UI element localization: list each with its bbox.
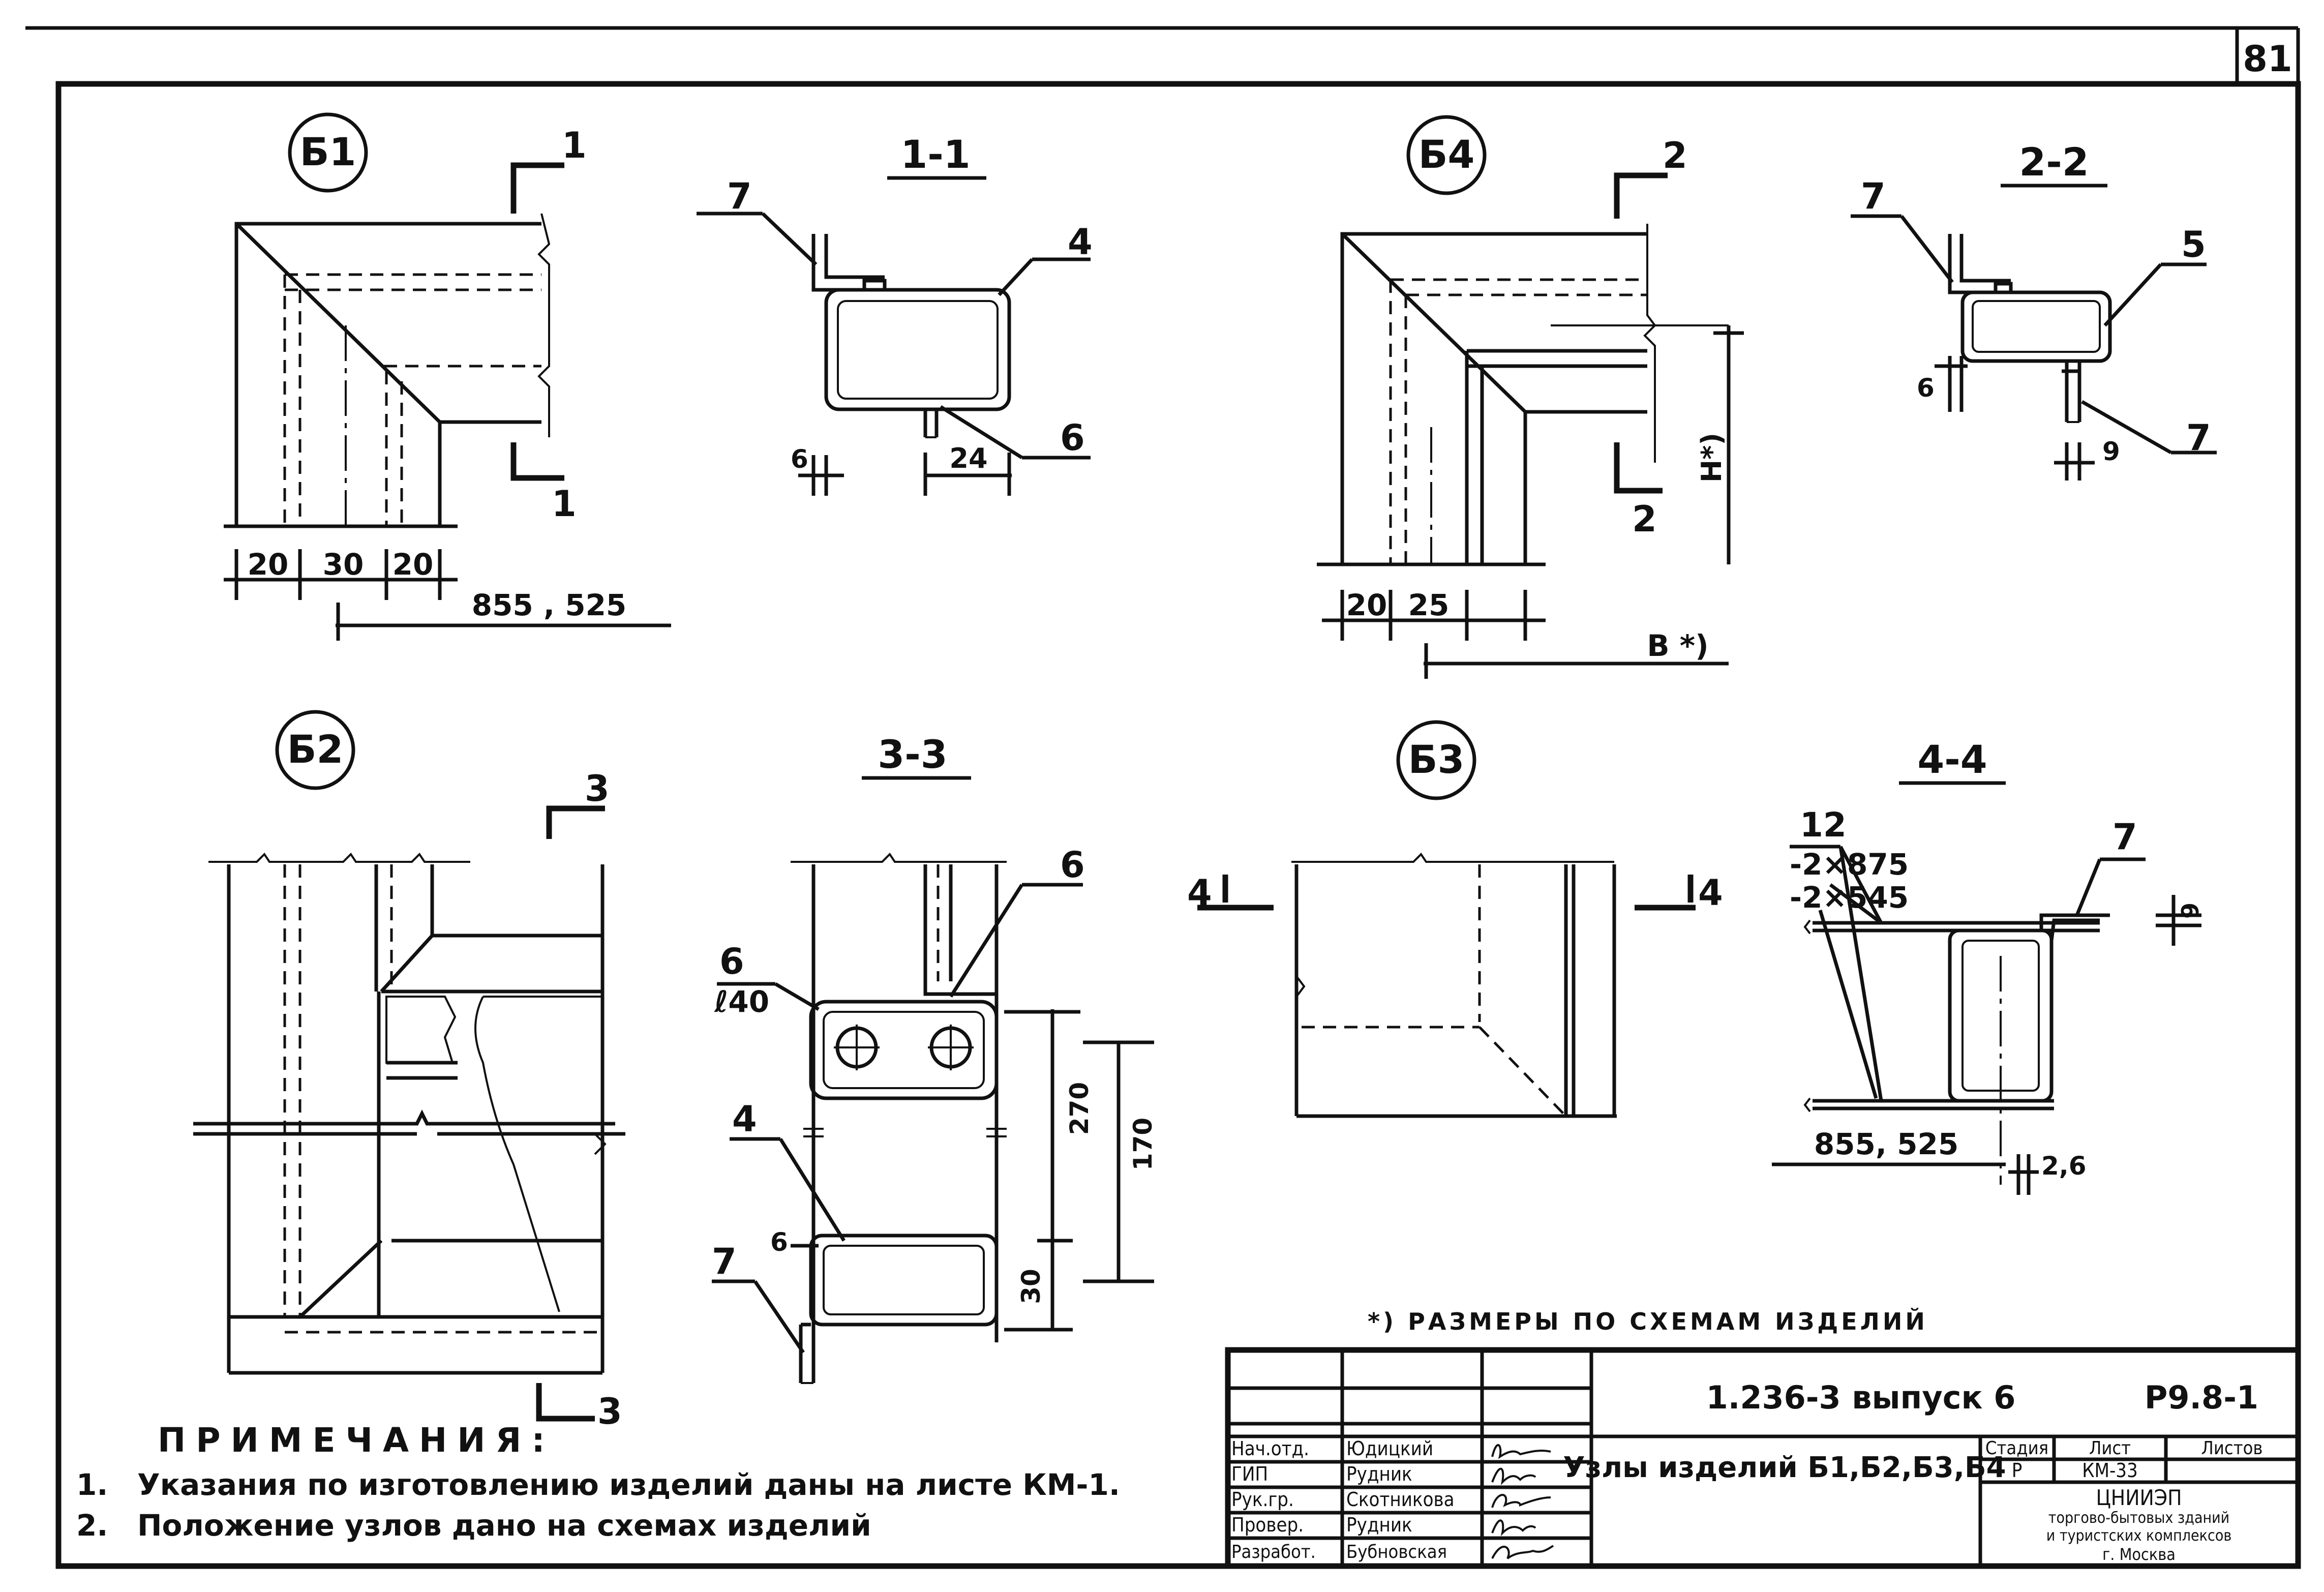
dim: 20 xyxy=(1346,588,1387,622)
dim: 20 xyxy=(248,547,289,582)
section-label: 2-2 xyxy=(2019,139,2089,185)
note-number: 1. xyxy=(76,1467,108,1502)
callout: 7 xyxy=(712,1241,737,1282)
dim: 6 xyxy=(770,1227,788,1257)
person-name: Рудник xyxy=(1346,1463,1412,1485)
section-2-2: 2-2 7 5 7 6 9 xyxy=(1851,139,2217,480)
sheets-header: Листов xyxy=(2201,1438,2263,1459)
sheet-id: КМ-33 xyxy=(2082,1459,2138,1482)
callout: 6 xyxy=(719,941,744,982)
view-label-b3: Б3 xyxy=(1408,737,1465,782)
page-number: 81 xyxy=(2243,38,2292,80)
width-dim: B *) xyxy=(1647,628,1708,663)
cut-label: 3 xyxy=(597,1391,622,1432)
section-1-1: 1-1 7 4 6 6 24 xyxy=(697,132,1093,496)
callout: 7 xyxy=(2112,816,2137,858)
person-name: Скотникова xyxy=(1346,1488,1455,1511)
org-line: торгово-бытовых зданий xyxy=(2048,1509,2229,1527)
view-label-circle xyxy=(1396,720,1476,800)
dim: 9 xyxy=(2102,437,2120,466)
section-label: 3-3 xyxy=(878,732,947,777)
section-label: 1-1 xyxy=(900,132,970,177)
view-label-b1: Б1 xyxy=(300,129,356,174)
cut-label: 2 xyxy=(1663,135,1687,176)
height-dim: H*) xyxy=(1696,433,1728,483)
sheet-code: Р9.8-1 xyxy=(2145,1379,2258,1416)
dim: 2,6 xyxy=(2041,1151,2087,1181)
drawing-title: Узлы изделий Б1,Б2,Б3,Б4 xyxy=(1563,1451,2006,1484)
footnote: *) РАЗМЕРЫ ПО СХЕМАМ ИЗДЕЛИЙ xyxy=(1368,1308,1928,1335)
dim: 6 xyxy=(1917,373,1935,403)
view-label-circle xyxy=(275,710,355,790)
dim: 25 xyxy=(1408,588,1450,622)
cut-label: 2 xyxy=(1632,498,1657,540)
callout: 6 xyxy=(1060,417,1085,459)
section-4-4: 4-4 12 -2×875 -2×545 7 855, 525 6 2,6 xyxy=(1772,737,2203,1195)
sheet-frame: 81 xyxy=(25,26,2301,1569)
person-name: Рудник xyxy=(1346,1514,1412,1536)
person-name: Юдицкий xyxy=(1346,1437,1433,1460)
callout: 6 xyxy=(1060,844,1085,886)
section-label: 4-4 xyxy=(1917,737,1987,782)
signature xyxy=(1491,1444,1551,1459)
callout: 4 xyxy=(732,1098,757,1140)
signature xyxy=(1491,1494,1551,1508)
notes: ПРИМЕЧАНИЯ: 1. Указания по изготовлению … xyxy=(76,1421,1120,1543)
signature xyxy=(1491,1467,1536,1485)
view-label-b4: Б4 xyxy=(1418,132,1475,177)
title-block: 1.236-3 выпуск 6 Р9.8-1 Узлы изделий Б1,… xyxy=(1225,1347,2301,1569)
dim: 170 xyxy=(1128,1118,1158,1170)
role: Разработ. xyxy=(1231,1542,1316,1563)
cut-label: 4 xyxy=(1698,872,1723,914)
dim: 6 xyxy=(2176,903,2203,919)
stage-header: Стадия xyxy=(1985,1438,2048,1459)
role: Рук.гр. xyxy=(1231,1488,1294,1511)
view-b1: Б1 1 1 20 30 20 855 , 525 xyxy=(224,112,671,641)
signature xyxy=(1491,1519,1536,1537)
note-number: 2. xyxy=(76,1508,108,1543)
dim: 30 xyxy=(1016,1269,1046,1304)
role: Нач.отд. xyxy=(1231,1437,1309,1460)
cut-label: 4 xyxy=(1187,872,1212,914)
view-label-circle xyxy=(1406,115,1487,195)
person-name: Бубновская xyxy=(1346,1542,1447,1563)
view-label-b2: Б2 xyxy=(287,727,344,772)
role: ГИП xyxy=(1231,1463,1268,1485)
signature xyxy=(1491,1545,1554,1559)
stage-value: Р xyxy=(2012,1459,2023,1482)
section-3-3: 3-3 6 6 ℓ40 4 7 xyxy=(712,732,1158,1384)
role: Провер. xyxy=(1231,1514,1304,1536)
notes-title: ПРИМЕЧАНИЯ: xyxy=(158,1421,555,1460)
view-b3: Б3 4 4 xyxy=(1187,720,1723,1118)
cut-label: 1 xyxy=(562,125,587,166)
view-b4: Б4 2 2 H*) 20 25 B *) xyxy=(1317,115,1744,679)
doc-code: 1.236-3 выпуск 6 xyxy=(1706,1379,2016,1416)
callout: 7 xyxy=(2186,417,2211,459)
dim: 6 xyxy=(791,444,808,474)
callout: 5 xyxy=(2181,224,2206,265)
callout: 7 xyxy=(1861,175,1886,217)
org-name: ЦНИИЭП xyxy=(2096,1485,2182,1510)
note-text: Указания по изготовлению изделий даны на… xyxy=(137,1467,1120,1502)
dim: 270 xyxy=(1065,1082,1094,1135)
callout: 7 xyxy=(727,175,752,217)
note-text: Положение узлов дано на схемах изделий xyxy=(137,1508,871,1543)
cut-label: 3 xyxy=(585,768,610,809)
callout: 12 xyxy=(1800,805,1847,845)
view-label-circle xyxy=(288,112,368,193)
view-b2: Б2 3 3 xyxy=(193,710,625,1432)
org-city: г. Москва xyxy=(2102,1545,2176,1564)
length-dim: 855, 525 xyxy=(1814,1127,1958,1161)
dim: 24 xyxy=(949,442,987,474)
length-dim: 855 , 525 xyxy=(472,588,627,622)
sheet-header: Лист xyxy=(2089,1438,2131,1459)
dim: 20 xyxy=(393,547,434,582)
callout: 4 xyxy=(1068,221,1093,263)
dim: 30 xyxy=(323,547,364,582)
bolt-length: ℓ40 xyxy=(714,984,769,1019)
cut-label: 1 xyxy=(552,483,577,525)
org-line: и туристских комплексов xyxy=(2046,1527,2231,1545)
